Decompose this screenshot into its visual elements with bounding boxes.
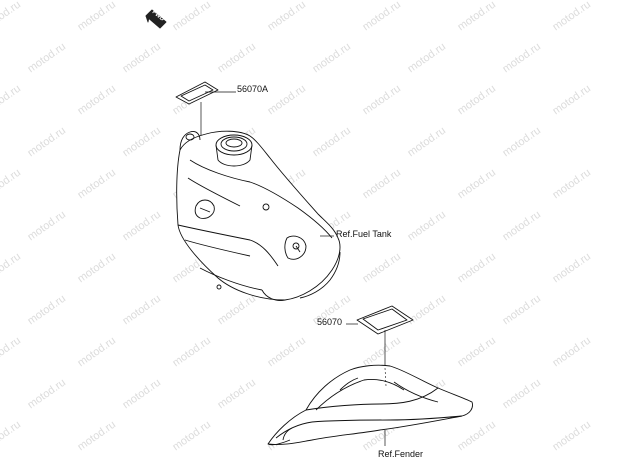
label-sticker-56070a[interactable]: [175, 81, 219, 105]
ref-fender-label[interactable]: Ref.Fender: [378, 449, 424, 459]
part-number-56070[interactable]: 56070: [317, 317, 343, 327]
fuel-tank[interactable]: [176, 130, 341, 301]
forward-direction-icon: [145, 9, 167, 29]
rear-fender[interactable]: [267, 364, 473, 446]
part-number-56070a[interactable]: 56070A: [237, 84, 269, 94]
ref-fuel-tank-label[interactable]: Ref.Fuel Tank: [336, 229, 392, 239]
label-sticker-56070[interactable]: [356, 305, 414, 335]
